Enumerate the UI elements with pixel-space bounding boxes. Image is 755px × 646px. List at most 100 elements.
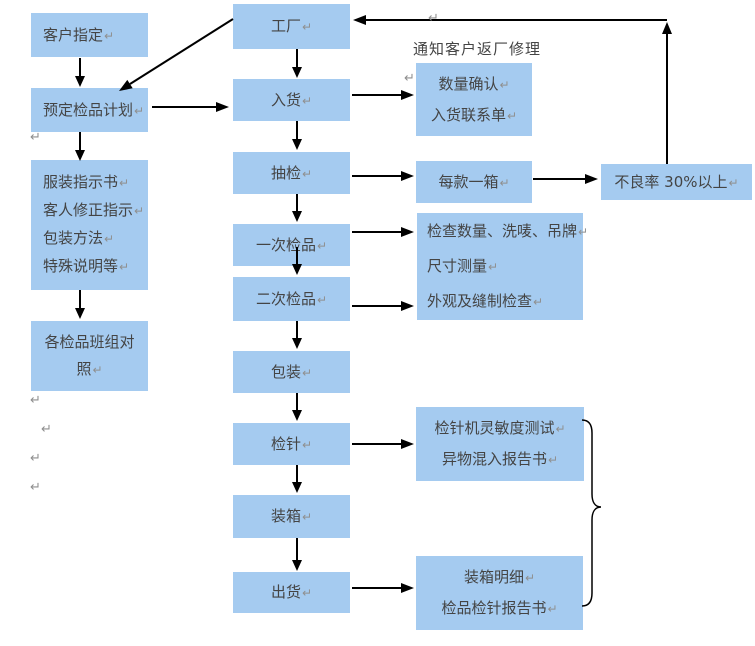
- node-line: 每款一箱↵: [438, 171, 509, 194]
- node-line: 包装↵: [271, 361, 312, 384]
- arrow-packing-to-needle: [292, 393, 302, 421]
- node-line: 不良率 30%以上↵: [614, 171, 738, 194]
- paragraph-mark: ↵: [428, 11, 439, 26]
- node-line: 出货↵: [271, 581, 312, 604]
- node-text: 一次检品: [255, 235, 316, 254]
- node-line: 照↵: [76, 356, 102, 384]
- node-text: 服装指示书: [43, 173, 119, 191]
- node-text: 外观及缝制检查: [427, 292, 533, 310]
- pilcrow-mark: ↵: [119, 176, 130, 190]
- node-qty-confirm[interactable]: 数量确认↵ 入货联系单↵: [416, 63, 532, 136]
- node-text: 检针: [270, 434, 301, 453]
- node-text: 客户指定: [43, 25, 104, 44]
- node-text: 装箱: [270, 507, 301, 525]
- pilcrow-mark: ↵: [134, 103, 145, 118]
- node-goods-in[interactable]: 入货↵: [233, 79, 350, 121]
- paragraph-mark: ↵: [30, 130, 41, 145]
- node-line: 装箱明细↵: [464, 562, 535, 593]
- node-line: 检品检针报告书↵: [441, 593, 557, 624]
- node-line: 特殊说明等↵: [43, 253, 129, 281]
- node-defect-rate[interactable]: 不良率 30%以上↵: [601, 164, 752, 200]
- paragraph-mark: ↵: [30, 480, 41, 495]
- node-line: 客户指定↵: [43, 24, 114, 47]
- node-line: 工厂↵: [271, 15, 312, 38]
- arrow-spec-docs-to-team: [75, 290, 85, 319]
- node-sampling[interactable]: 抽检↵: [233, 152, 350, 194]
- pilcrow-mark: ↵: [92, 362, 103, 377]
- node-text: 入货: [270, 90, 301, 109]
- node-line: 尺寸测量↵: [427, 249, 498, 284]
- pilcrow-mark: ↵: [301, 365, 313, 380]
- node-text: 包装方法: [43, 229, 104, 247]
- arrow-boxing-to-shipment: [292, 538, 302, 571]
- node-line: 二次检品↵: [256, 288, 327, 311]
- node-inspection-items[interactable]: 检查数量、洗唛、吊牌↵ 尺寸测量↵ 外观及缝制检查↵: [417, 213, 588, 320]
- pilcrow-mark: ↵: [316, 238, 328, 253]
- paragraph-mark: ↵: [30, 451, 41, 466]
- node-factory[interactable]: 工厂↵: [233, 4, 350, 49]
- pilcrow-mark: ↵: [533, 295, 544, 309]
- node-line: 数量确认↵: [438, 69, 509, 100]
- node-text: 检查数量、洗唛、吊牌: [427, 222, 578, 240]
- node-one-box-per-style[interactable]: 每款一箱↵: [416, 161, 532, 203]
- arrow-one-box-to-defect: [533, 174, 598, 184]
- node-text: 入货联系单: [430, 105, 506, 124]
- pilcrow-mark: ↵: [301, 437, 313, 452]
- arrow-first-to-items: [352, 227, 414, 237]
- node-line: 检查数量、洗唛、吊牌↵: [427, 214, 588, 249]
- arrow-needle-to-test: [352, 439, 414, 449]
- pilcrow-mark: ↵: [104, 28, 115, 43]
- node-team-reference[interactable]: 各检品班组对 照↵: [31, 321, 148, 391]
- node-text: 异物混入报告书: [441, 450, 547, 468]
- node-line: 入货联系单↵: [431, 100, 517, 131]
- node-line: 预定检品计划↵: [43, 99, 144, 122]
- node-line: 外观及缝制检查↵: [427, 284, 543, 319]
- node-spec-docs[interactable]: 服装指示书↵ 客人修正指示↵ 包装方法↵ 特殊说明等↵: [31, 160, 148, 290]
- node-customer-assign[interactable]: 客户指定↵: [31, 13, 148, 57]
- node-text: 工厂: [270, 17, 301, 35]
- pilcrow-mark: ↵: [499, 175, 510, 190]
- arrow-sampling-to-first: [292, 194, 302, 222]
- arrow-second-to-items: [352, 301, 414, 311]
- node-line: 异物混入报告书↵: [442, 444, 558, 475]
- node-text: 二次检品: [255, 289, 316, 308]
- pilcrow-mark: ↵: [301, 510, 313, 524]
- node-packing[interactable]: 包装↵: [233, 351, 350, 393]
- node-line: 一次检品↵: [256, 234, 327, 257]
- arrow-defect-up: [662, 22, 672, 164]
- arrow-goods-in-to-sampling: [292, 121, 302, 150]
- pilcrow-mark: ↵: [301, 586, 313, 600]
- pilcrow-mark: ↵: [301, 20, 313, 34]
- node-text: 特殊说明等: [43, 257, 119, 275]
- node-text: 检针机灵敏度测试: [434, 419, 555, 437]
- arrow-shipment-to-list: [352, 583, 414, 593]
- node-text: 数量确认: [438, 74, 499, 93]
- node-text: 检品检针报告书: [441, 599, 547, 617]
- node-shipment[interactable]: 出货↵: [233, 572, 350, 613]
- node-text: 照: [76, 359, 92, 378]
- pilcrow-mark: ↵: [728, 175, 739, 190]
- pilcrow-mark: ↵: [301, 93, 313, 108]
- node-boxing[interactable]: 装箱↵: [233, 495, 350, 538]
- paragraph-mark: ↵: [41, 422, 52, 437]
- node-first-inspection[interactable]: 一次检品↵: [233, 224, 350, 266]
- arrow-needle-to-boxing: [292, 465, 302, 493]
- node-needle-test[interactable]: 检针机灵敏度测试 ↵ 异物混入报告书↵: [416, 407, 584, 481]
- node-text: 每款一箱: [438, 172, 499, 191]
- node-needle-check[interactable]: 检针↵: [233, 423, 350, 465]
- arrow-plan-to-goods-in: [152, 102, 229, 112]
- pilcrow-mark: ↵: [488, 260, 499, 274]
- node-inspection-plan[interactable]: 预定检品计划↵: [31, 88, 148, 132]
- node-line: 检针↵: [271, 433, 312, 456]
- arrow-plan-to-spec-docs: [75, 132, 85, 161]
- node-text: 抽检: [270, 163, 301, 182]
- pilcrow-mark: ↵: [578, 225, 589, 239]
- pilcrow-mark: ↵: [506, 108, 518, 123]
- node-line: 服装指示书↵: [43, 169, 129, 197]
- pilcrow-mark: ↵: [547, 453, 559, 467]
- node-packing-list[interactable]: 装箱明细↵ 检品检针报告书↵: [416, 556, 583, 630]
- node-text: 出货: [270, 583, 301, 601]
- arrow-goods-in-to-qty: [352, 90, 414, 100]
- node-second-inspection[interactable]: 二次检品↵: [233, 277, 350, 321]
- paragraph-mark: ↵: [404, 71, 415, 86]
